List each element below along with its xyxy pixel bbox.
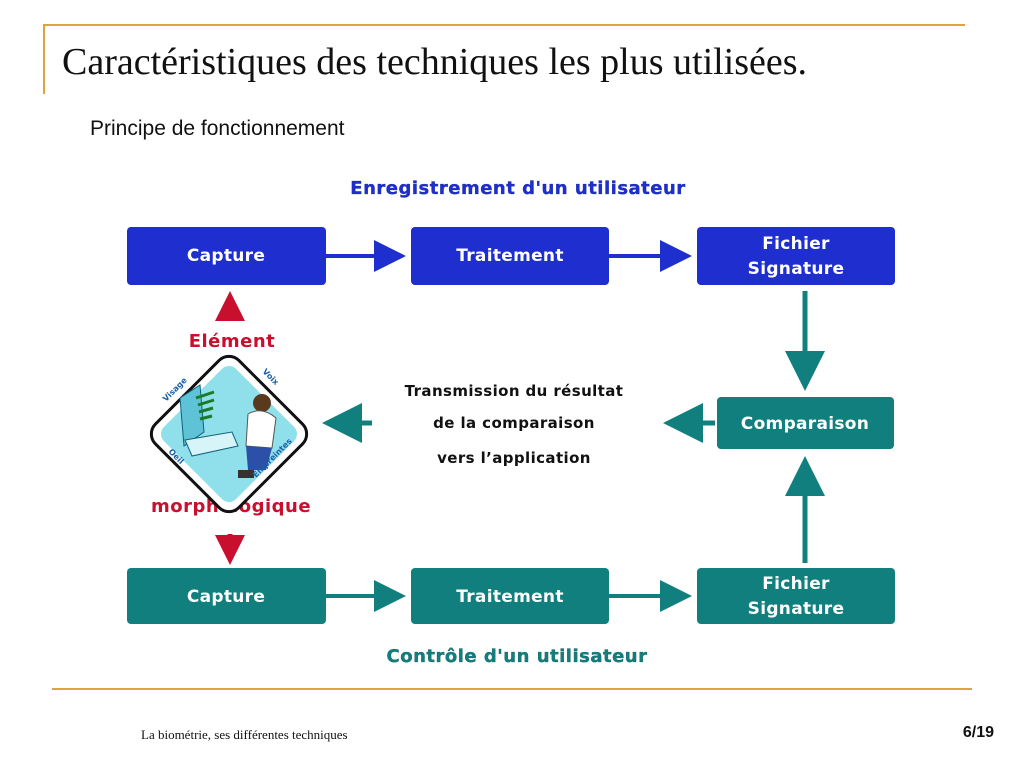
title-frame-top [43, 24, 965, 26]
footer-text: La biométrie, ses différentes techniques [141, 727, 348, 742]
control-capture-label: Capture [187, 587, 265, 607]
title-frame-left [43, 24, 45, 94]
enroll-title: Enregistrement d'un utilisateur [350, 178, 685, 199]
control-traitement-label: Traitement [456, 587, 564, 607]
control-fichier-line1: Fichier [762, 574, 830, 594]
comparaison-label: Comparaison [741, 414, 869, 434]
control-title: Contrôle d'un utilisateur [387, 646, 648, 667]
biometric-user-icon: Visage Voix Oeil Empreintes [149, 354, 309, 514]
control-fichier-box: Fichier Signature [697, 568, 895, 624]
enroll-fichier-box: Fichier Signature [697, 227, 895, 285]
transmission-line1: Transmission du résultat [405, 382, 624, 400]
enroll-fichier-line1: Fichier [762, 234, 830, 254]
enroll-capture-label: Capture [187, 246, 265, 266]
slide-title: Caractéristiques des techniques les plus… [62, 41, 808, 83]
control-capture-box: Capture [127, 568, 326, 624]
enroll-capture-box: Capture [127, 227, 326, 285]
control-traitement-box: Traitement [411, 568, 609, 624]
transmission-line3: vers l’application [437, 449, 591, 467]
enroll-fichier-line2: Signature [748, 259, 845, 279]
slide-subtitle: Principe de fonctionnement [90, 117, 345, 140]
footer-divider [52, 688, 972, 690]
control-fichier-line2: Signature [748, 599, 845, 619]
enroll-traitement-label: Traitement [456, 246, 564, 266]
element-label: Elément [189, 331, 276, 352]
comparaison-box: Comparaison [717, 397, 894, 449]
enroll-traitement-box: Traitement [411, 227, 609, 285]
page-number: 6/19 [962, 724, 994, 741]
transmission-line2: de la comparaison [433, 414, 595, 432]
